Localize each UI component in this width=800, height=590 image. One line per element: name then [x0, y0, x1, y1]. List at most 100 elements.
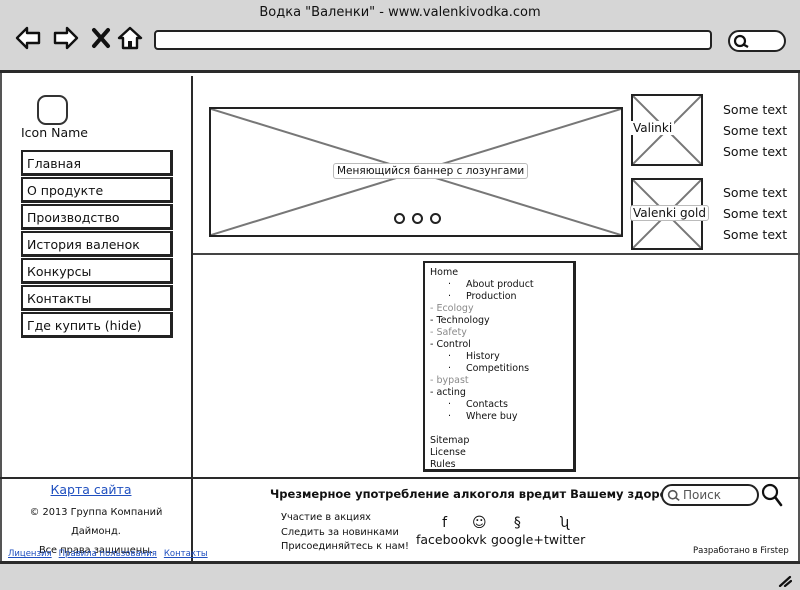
product-text: Some text	[723, 144, 788, 159]
sitemap-subitem[interactable]: · Production	[430, 291, 568, 303]
resize-grip-icon[interactable]	[778, 572, 793, 590]
forward-arrow-icon[interactable]	[52, 24, 80, 52]
banner-dot[interactable]	[394, 213, 405, 224]
promo-link[interactable]: Присоединяйтесь к нам!	[281, 541, 409, 552]
sitemap-link-control[interactable]: - Control	[430, 339, 471, 350]
search-icon[interactable]	[761, 483, 783, 511]
bullet: ·	[448, 291, 452, 302]
copyright-line: © 2013 Группа Компаний Даймонд.	[29, 507, 163, 537]
footer-left: Карта сайта © 2013 Группа Компаний Даймо…	[0, 479, 208, 561]
logo-icon	[37, 95, 68, 125]
sitemap-link-acting[interactable]: - acting	[430, 387, 466, 398]
main-menu: Главная О продукте Производство История …	[21, 150, 173, 339]
google-plus-icon: §	[513, 515, 521, 531]
footer-divider	[0, 477, 800, 479]
sitemap-tree: Home · About product · Production - Ecolog…	[423, 261, 576, 472]
browser-search-box[interactable]	[728, 30, 786, 52]
product-label: Valenki gold	[630, 205, 709, 221]
social-label: facebook	[416, 532, 474, 547]
menu-item-where-buy[interactable]: Где купить (hide)	[21, 312, 173, 338]
developer-credit: Разработано в Firstep	[693, 546, 789, 556]
sitemap-link-safety[interactable]: - Safety	[430, 327, 467, 338]
sitemap-link-technology[interactable]: - Technology	[430, 315, 490, 326]
product-text: Some text	[723, 227, 788, 242]
product-texts: Some text Some text Some text	[723, 99, 787, 162]
icon-name-label: Icon Name	[21, 125, 88, 140]
link-terms[interactable]: Правила пользования	[58, 549, 157, 559]
social-twitter[interactable]: ʯ twitter	[544, 514, 585, 547]
facebook-icon: f	[442, 515, 448, 531]
banner-pagination	[394, 213, 441, 224]
link-license[interactable]: Лицензия	[8, 549, 52, 559]
sitemap-link-bypast[interactable]: - bypast	[430, 375, 469, 386]
product-label: Valinki	[631, 121, 675, 135]
search-placeholder: Поиск	[683, 488, 722, 502]
copyright: © 2013 Группа Компаний Даймонд. Все прав…	[6, 503, 186, 560]
social-vk[interactable]: ☺ vk	[472, 514, 487, 547]
sitemap-subitem[interactable]: · Contacts	[430, 399, 568, 411]
bullet: ·	[448, 411, 452, 422]
copyright-line: Все права защищены.	[38, 545, 154, 556]
sitemap-link-competitions: Competitions	[466, 363, 530, 374]
menu-item-about[interactable]: О продукте	[21, 177, 173, 203]
footer-search-input[interactable]: Поиск	[661, 484, 759, 506]
sitemap-link-production: Production	[466, 291, 517, 302]
product-text: Some text	[723, 206, 788, 221]
footer-sitemap-link[interactable]: Карта сайта	[50, 482, 132, 497]
back-arrow-icon[interactable]	[14, 24, 42, 52]
sitemap-link-about: About product	[466, 279, 534, 290]
social-label: twitter	[544, 532, 586, 547]
sidebar: Icon Name Главная О продукте Производств…	[0, 76, 193, 478]
content-divider	[193, 253, 800, 255]
vk-icon: ☺	[472, 515, 487, 531]
promo-link[interactable]: Следить за новинками	[281, 526, 399, 538]
social-google-plus[interactable]: § google+	[491, 514, 544, 547]
sitemap-link-home[interactable]: Home	[430, 267, 459, 278]
menu-item-production[interactable]: Производство	[21, 204, 173, 230]
status-bar	[0, 561, 800, 590]
legal-links: Лицензия Правила пользования Контакты	[8, 549, 215, 559]
product-text: Some text	[723, 123, 788, 138]
menu-item-contacts[interactable]: Контакты	[21, 285, 173, 311]
sitemap-link-ecology[interactable]: - Ecology	[430, 303, 474, 314]
bullet: ·	[448, 363, 452, 374]
window-title: Водка "Валенки" - www.valenkivodka.com	[259, 5, 541, 20]
social-label: vk	[472, 532, 487, 547]
browser-chrome: Водка "Валенки" - www.valenkivodka.com	[0, 0, 800, 73]
spacer	[430, 423, 568, 435]
social-label: google+	[491, 532, 544, 547]
sitemap-link-license[interactable]: License	[430, 447, 466, 458]
menu-item-contests[interactable]: Конкурсы	[21, 258, 173, 284]
sitemap-subitem[interactable]: · Where buy	[430, 411, 568, 423]
banner-dot[interactable]	[430, 213, 441, 224]
address-bar[interactable]	[154, 30, 712, 50]
promo-link[interactable]: Участие в акциях	[281, 512, 371, 523]
bullet: ·	[448, 399, 452, 410]
search-icon	[667, 489, 680, 502]
sitemap-link-sitemap[interactable]: Sitemap	[430, 435, 470, 446]
slogan-banner[interactable]: Меняющийся баннер с лозунгами	[209, 107, 623, 237]
banner-dot[interactable]	[412, 213, 423, 224]
social-facebook[interactable]: f facebook	[416, 514, 473, 547]
banner-label: Меняющийся баннер с лозунгами	[333, 163, 529, 179]
menu-item-home[interactable]: Главная	[21, 150, 173, 176]
alcohol-warning: Чрезмерное употребление алкоголя вредит …	[270, 487, 698, 501]
twitter-icon: ʯ	[559, 515, 570, 531]
sitemap-subitem[interactable]: · About product	[430, 279, 568, 291]
sitemap-subitem[interactable]: · Competitions	[430, 363, 568, 375]
bullet: ·	[448, 351, 452, 362]
product-text: Some text	[723, 185, 788, 200]
link-contacts[interactable]: Контакты	[163, 549, 208, 559]
product-texts: Some text Some text Some text	[723, 182, 787, 245]
sitemap-link-history: History	[466, 351, 500, 362]
bullet: ·	[448, 279, 452, 290]
sitemap-link-contacts: Contacts	[466, 399, 508, 410]
close-x-icon[interactable]	[88, 24, 116, 52]
product-text: Some text	[723, 102, 788, 117]
sitemap-link-rules[interactable]: Rules	[430, 459, 456, 470]
home-icon[interactable]	[116, 24, 144, 52]
menu-item-history[interactable]: История валенок	[21, 231, 173, 257]
promo-list: Участие в акциях Следить за новинками Пр…	[281, 511, 409, 555]
sitemap-link-where-buy: Where buy	[466, 411, 518, 422]
sitemap-subitem[interactable]: · History	[430, 351, 568, 363]
